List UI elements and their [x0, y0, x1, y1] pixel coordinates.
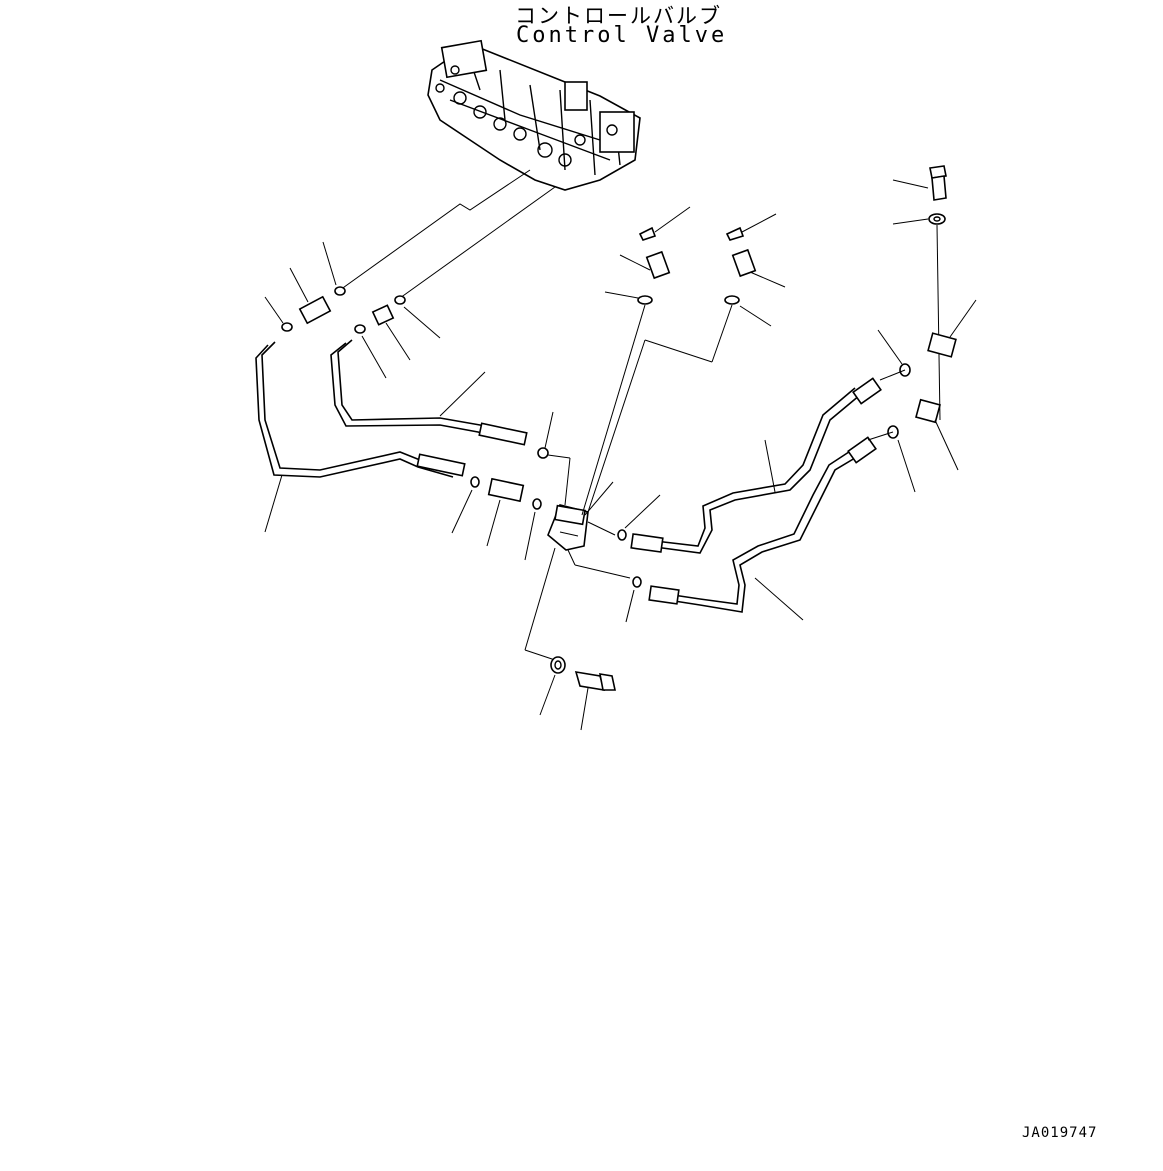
adapter-center [487, 477, 525, 503]
valve-leaders [339, 169, 556, 299]
bolt-washer-bottom [539, 656, 616, 731]
o-ring-center-2 [470, 476, 480, 488]
elbow-left [371, 304, 395, 326]
plug-2 [725, 226, 745, 241]
bolt-head-right [929, 165, 947, 179]
drawing-code: JA019747 [1022, 1125, 1098, 1141]
o-ring-center-1 [537, 447, 549, 459]
left-hoses [255, 339, 528, 533]
bolt-head-bottom [599, 673, 616, 691]
control-valve [427, 39, 641, 191]
o-ring-left-2 [334, 286, 346, 296]
o-ring-left-1 [281, 322, 293, 332]
bolt-shank-right [931, 175, 947, 201]
bolt-assembly-right [892, 165, 977, 471]
elbow-2 [731, 248, 757, 278]
washer-bottom [550, 656, 566, 674]
right-hoses [617, 329, 916, 623]
o-ring-right-1 [617, 529, 627, 541]
o-ring-right-2 [632, 576, 642, 588]
connector-left [298, 295, 332, 325]
plug-1 [638, 226, 657, 241]
control-valve-label-jp: コントロールバルブ [515, 4, 722, 28]
left-fittings [264, 241, 441, 379]
control-valve-label-en: Control Valve [516, 23, 728, 48]
elbow-1 [645, 250, 671, 280]
junction-block [524, 454, 631, 661]
o-ring-left-4 [354, 324, 366, 334]
o-ring-left-3 [394, 295, 406, 305]
tee-fitting-right [927, 332, 957, 358]
top-center-fittings [581, 206, 786, 516]
o-ring-center-3 [532, 498, 542, 510]
center-fittings [451, 411, 554, 561]
elbow-right [915, 398, 941, 424]
washer-right [928, 213, 946, 225]
o-ring-top-2 [724, 295, 740, 305]
o-ring-top-1 [637, 295, 653, 305]
